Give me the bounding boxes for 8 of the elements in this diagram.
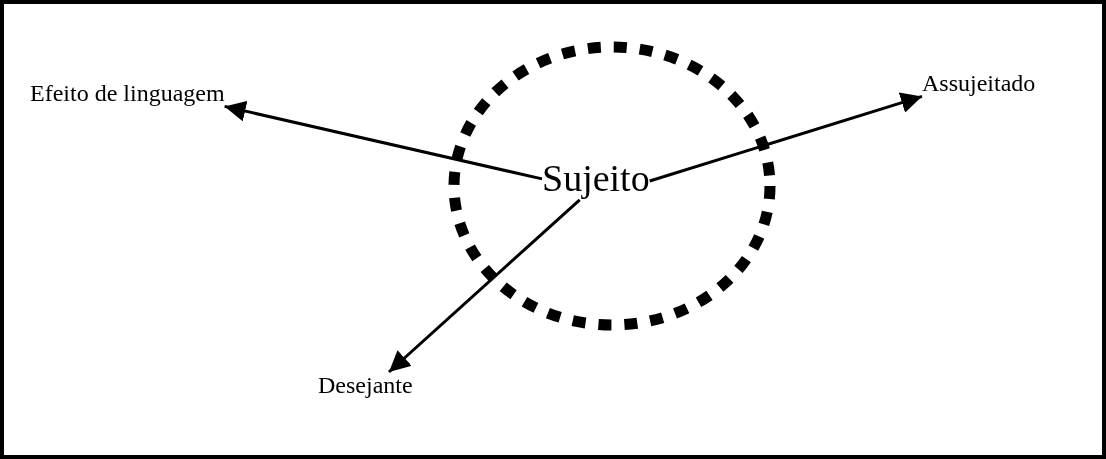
node-label: Efeito de linguagem xyxy=(30,80,225,107)
node-label: Sujeito xyxy=(542,158,650,200)
arrow xyxy=(649,92,923,183)
arrow xyxy=(224,100,543,181)
node-label: Assujeitado xyxy=(922,70,1036,97)
arrow xyxy=(387,198,581,374)
node-label: Desejante xyxy=(318,372,413,399)
dashed-circle xyxy=(447,40,777,332)
